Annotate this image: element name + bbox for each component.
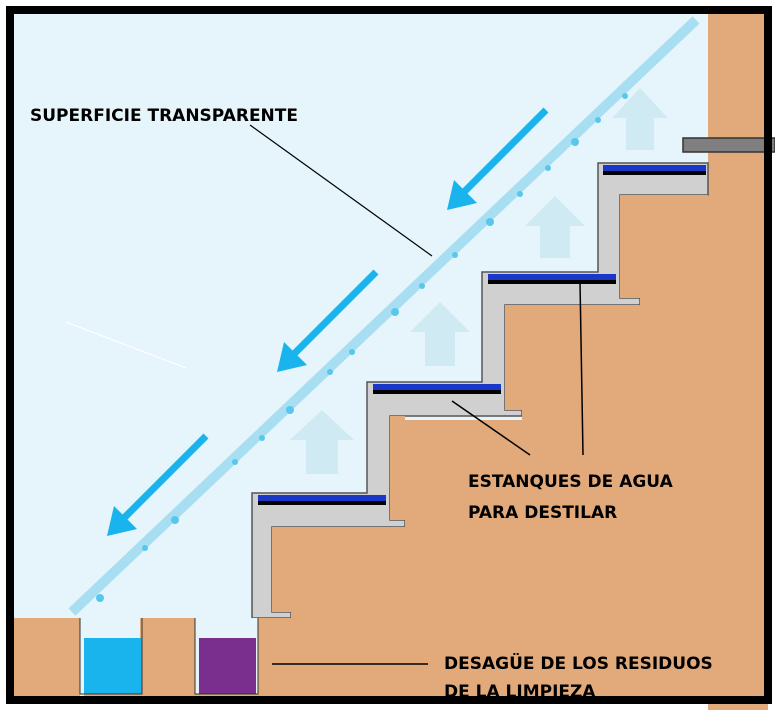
ponds bbox=[258, 165, 706, 505]
pond-1 bbox=[258, 495, 386, 501]
up-arrow-icon bbox=[290, 410, 354, 474]
right-wall bbox=[708, 10, 768, 710]
ponds-label-line2: PARA DESTILAR bbox=[468, 503, 617, 523]
pond-4 bbox=[603, 165, 706, 171]
pond-4-base bbox=[603, 171, 706, 175]
glare-line bbox=[65, 321, 187, 369]
pond-3-base bbox=[488, 280, 616, 284]
surface-leader-line bbox=[249, 124, 433, 257]
pond-2-base bbox=[373, 390, 501, 394]
up-arrow-icon bbox=[410, 302, 470, 366]
surface-label: SUPERFICIE TRANSPARENTE bbox=[30, 106, 298, 126]
outer-frame bbox=[6, 6, 772, 704]
pipe bbox=[682, 137, 775, 153]
pond-leader-line-2 bbox=[579, 281, 584, 456]
drain-label-line2: DE LA LIMPIEZA bbox=[444, 682, 596, 702]
stair-soil bbox=[291, 195, 708, 618]
residue-drain bbox=[199, 638, 256, 694]
drain-label-line1: DESAGÜE DE LOS RESIDUOS bbox=[444, 652, 713, 674]
ponds-label-line1: ESTANQUES DE AGUA bbox=[468, 472, 674, 492]
condensation-droplets bbox=[96, 93, 628, 602]
pond-3 bbox=[488, 274, 616, 280]
clean-water-drain bbox=[84, 638, 142, 694]
down-left-arrow-icon bbox=[107, 433, 209, 536]
floor-soil bbox=[10, 618, 708, 700]
pond-2 bbox=[373, 384, 501, 390]
up-arrow-icon bbox=[525, 196, 585, 258]
transparent-surface bbox=[68, 16, 700, 616]
pond-1-base bbox=[258, 501, 386, 505]
pond-leader-line-1 bbox=[451, 400, 531, 456]
down-left-arrow-icon bbox=[277, 269, 379, 372]
up-arrow-icon bbox=[612, 88, 668, 150]
down-left-arrow-icon bbox=[447, 107, 549, 210]
